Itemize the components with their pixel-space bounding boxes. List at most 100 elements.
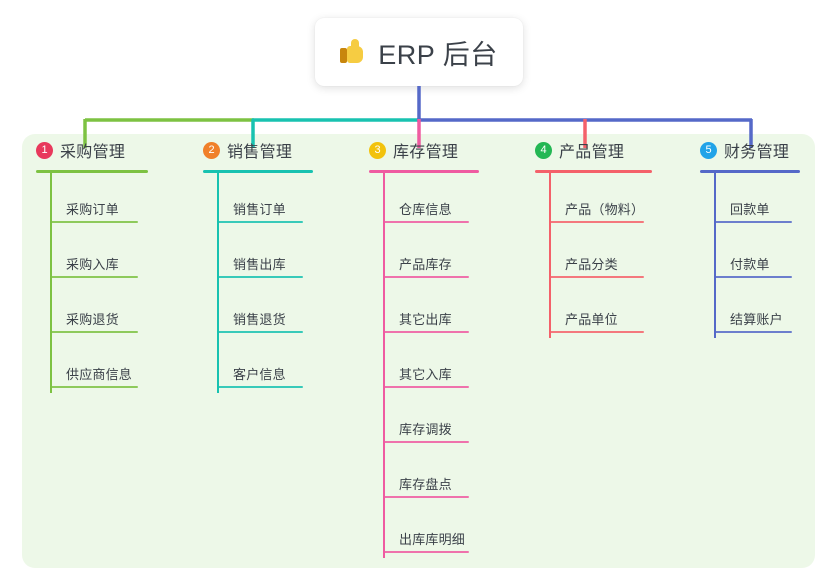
branch-column-3: 3 库存管理仓库信息产品库存其它出库其它入库库存调拨库存盘点出库库明细 [369, 134, 479, 558]
branch-item-label: 回款单 [730, 202, 770, 217]
branch-item-label: 采购退货 [66, 312, 119, 327]
branch-number-badge: 3 [369, 141, 386, 159]
branch-item-label: 客户信息 [233, 367, 286, 382]
root-node-title: ERP 后台 [378, 39, 498, 70]
branch-spine [50, 173, 52, 393]
branch-item-label: 产品（物料） [565, 202, 645, 217]
branch-item[interactable]: 销售订单 [203, 173, 313, 228]
branch-item[interactable]: 产品（物料） [535, 173, 652, 228]
branch-columns: 1 采购管理采购订单采购入库采购退货供应商信息 2 销售管理销售订单销售出库销售退货客… [0, 134, 839, 568]
branch-number-badge: 2 [203, 141, 220, 159]
branch-item[interactable]: 销售出库 [203, 228, 313, 283]
branch-item-underline [383, 386, 469, 388]
branch-header-3[interactable]: 3 库存管理 [369, 134, 479, 166]
branch-item-label: 产品库存 [399, 257, 452, 272]
branch-item-underline [50, 386, 138, 388]
branch-title: 采购管理 [60, 144, 126, 161]
branch-item-underline [217, 331, 303, 333]
branch-items: 仓库信息产品库存其它出库其它入库库存调拨库存盘点出库库明细 [369, 173, 479, 558]
branch-item-label: 其它出库 [399, 312, 452, 327]
branch-items: 采购订单采购入库采购退货供应商信息 [36, 173, 148, 393]
branch-item-underline [50, 276, 138, 278]
branch-item-underline [217, 221, 303, 223]
branch-item-label: 出库库明细 [399, 532, 466, 547]
branch-item-underline [383, 331, 469, 333]
branch-underline [369, 170, 479, 173]
branch-spine [549, 173, 551, 338]
branch-item[interactable]: 采购入库 [36, 228, 148, 283]
branch-item[interactable]: 库存调拨 [369, 393, 479, 448]
branch-item[interactable]: 结算账户 [700, 283, 800, 338]
branch-item[interactable]: 仓库信息 [369, 173, 479, 228]
branch-item[interactable]: 付款单 [700, 228, 800, 283]
branch-title: 财务管理 [724, 144, 790, 161]
branch-item-underline [549, 331, 644, 333]
branch-header-1[interactable]: 1 采购管理 [36, 134, 148, 166]
branch-item-underline [50, 331, 138, 333]
branch-item[interactable]: 客户信息 [203, 338, 313, 393]
branch-underline [700, 170, 800, 173]
branch-item-label: 采购订单 [66, 202, 119, 217]
branch-item[interactable]: 产品库存 [369, 228, 479, 283]
branch-header-2[interactable]: 2 销售管理 [203, 134, 313, 166]
branch-item-label: 产品分类 [565, 257, 618, 272]
branch-item[interactable]: 销售退货 [203, 283, 313, 338]
branch-number-badge: 4 [535, 141, 552, 159]
branch-item-label: 库存盘点 [399, 477, 452, 492]
branch-header-5[interactable]: 5 财务管理 [700, 134, 800, 166]
branch-column-1: 1 采购管理采购订单采购入库采购退货供应商信息 [36, 134, 148, 393]
branch-item-label: 付款单 [730, 257, 770, 272]
branch-item[interactable]: 采购订单 [36, 173, 148, 228]
branch-item-label: 销售订单 [233, 202, 286, 217]
branch-item[interactable]: 供应商信息 [36, 338, 148, 393]
branch-item[interactable]: 出库库明细 [369, 503, 479, 558]
branch-item[interactable]: 产品单位 [535, 283, 652, 338]
branch-item-label: 供应商信息 [66, 367, 133, 382]
branch-item-underline [383, 496, 469, 498]
branch-item-label: 其它入库 [399, 367, 452, 382]
branch-title: 库存管理 [393, 144, 459, 161]
branch-item-underline [383, 221, 469, 223]
branch-item-underline [217, 386, 303, 388]
branch-item-label: 仓库信息 [399, 202, 452, 217]
thumbs-up-icon [340, 38, 367, 66]
branch-item-label: 结算账户 [730, 312, 783, 327]
branch-underline [535, 170, 652, 173]
branch-item-label: 库存调拨 [399, 422, 452, 437]
branch-number-badge: 5 [700, 141, 717, 159]
branch-items: 销售订单销售出库销售退货客户信息 [203, 173, 313, 393]
branch-item-label: 销售退货 [233, 312, 286, 327]
branch-item[interactable]: 其它入库 [369, 338, 479, 393]
diagram-panel [22, 134, 815, 568]
branch-items: 回款单付款单结算账户 [700, 173, 800, 338]
branch-column-5: 5 财务管理回款单付款单结算账户 [700, 134, 800, 338]
branch-title: 销售管理 [227, 144, 293, 161]
branch-item[interactable]: 其它出库 [369, 283, 479, 338]
branch-item-underline [50, 221, 138, 223]
branch-item[interactable]: 库存盘点 [369, 448, 479, 503]
branch-item-underline [383, 551, 469, 553]
branch-column-2: 2 销售管理销售订单销售出库销售退货客户信息 [203, 134, 313, 393]
branch-underline [36, 170, 148, 173]
branch-spine [714, 173, 716, 338]
branch-item-underline [714, 221, 792, 223]
branch-item-label: 销售出库 [233, 257, 286, 272]
branch-item-underline [714, 276, 792, 278]
root-node-card[interactable]: ERP 后台 [315, 18, 523, 86]
branch-spine [383, 173, 385, 558]
branch-item[interactable]: 回款单 [700, 173, 800, 228]
branch-item-underline [217, 276, 303, 278]
branch-item-underline [383, 276, 469, 278]
branch-spine [217, 173, 219, 393]
branch-item-underline [714, 331, 792, 333]
branch-item-label: 产品单位 [565, 312, 618, 327]
branch-item-underline [549, 276, 644, 278]
branch-item[interactable]: 产品分类 [535, 228, 652, 283]
branch-items: 产品（物料） 产品分类产品单位 [535, 173, 652, 338]
branch-number-badge: 1 [36, 141, 53, 159]
branch-item[interactable]: 采购退货 [36, 283, 148, 338]
branch-item-underline [383, 441, 469, 443]
branch-item-underline [549, 221, 644, 223]
